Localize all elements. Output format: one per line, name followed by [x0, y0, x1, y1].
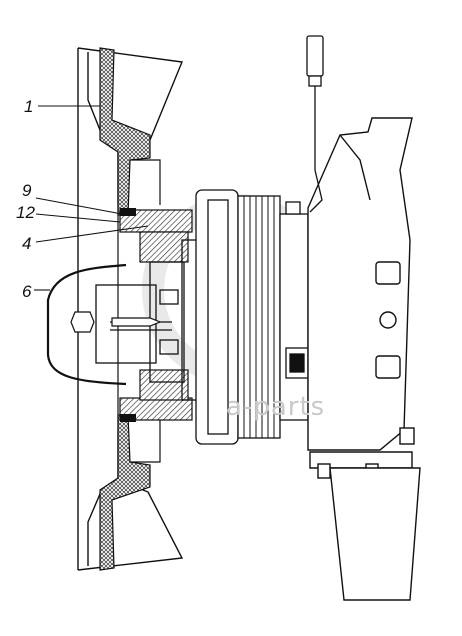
- callout-12: 12: [16, 203, 35, 222]
- flange-bolts: [120, 208, 136, 422]
- engine-block: [307, 117, 415, 451]
- shaft-housing: [279, 201, 309, 421]
- center-bolt: [70, 311, 162, 333]
- leader-12: [35, 213, 121, 223]
- callout-9: 9: [22, 181, 32, 200]
- fan-blade-bottom: [99, 414, 151, 571]
- sensor-connector: [306, 35, 324, 213]
- leader-9: [35, 197, 123, 215]
- callout-1: 1: [24, 97, 34, 116]
- lower-bracket: [309, 451, 421, 601]
- mounting-flange: [119, 209, 193, 421]
- pulley: [195, 189, 281, 445]
- leader-lines: [34, 105, 149, 291]
- fan-cover: [46, 263, 127, 386]
- watermark-text: a-parts: [226, 392, 326, 422]
- callout-4: 4: [22, 234, 32, 253]
- leader-4: [35, 225, 149, 243]
- callout-6: 6: [22, 282, 32, 301]
- fan-blade-top: [99, 47, 151, 216]
